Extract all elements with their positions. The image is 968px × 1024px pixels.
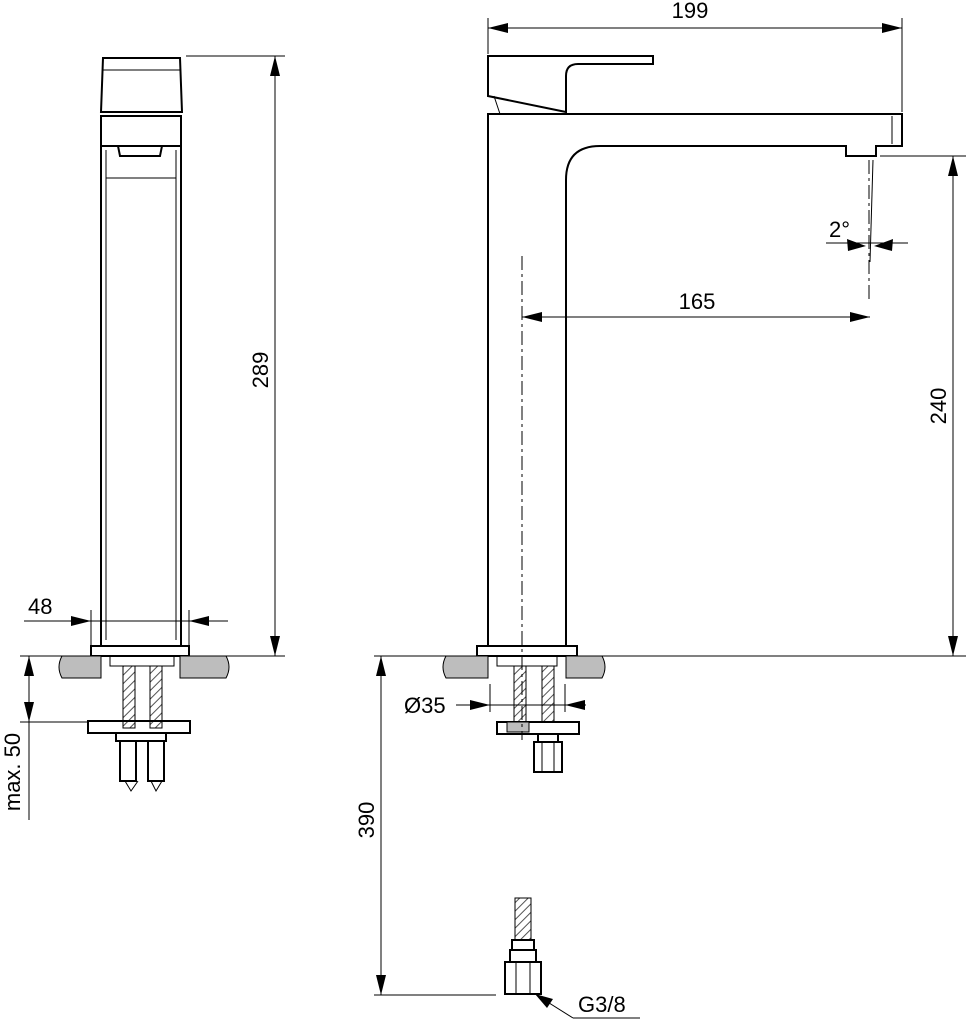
dim-hose-length: 390 <box>354 802 379 839</box>
lever-handle-side <box>99 57 184 113</box>
threaded-rod-left <box>122 665 136 729</box>
faucet-body-front <box>487 113 903 647</box>
front-view: 199 165 240 2° Ø35 390 <box>354 0 966 1019</box>
lever-handle-front <box>487 55 654 114</box>
nut-side <box>119 740 137 782</box>
dim-overall-height: 289 <box>248 352 273 389</box>
aerator-side <box>116 145 164 157</box>
cartridge-band <box>100 115 182 147</box>
dim-hole-diameter: Ø35 <box>404 693 446 718</box>
countertop-right <box>442 655 489 679</box>
dim-projection: 199 <box>672 0 709 23</box>
mounting-plate-side <box>87 720 191 734</box>
dim-connection-thread: G3/8 <box>578 992 626 1017</box>
dim-body-width: 48 <box>28 594 52 619</box>
dim-spout-reach: 165 <box>679 289 716 314</box>
side-view: 289 48 max. 50 <box>0 55 285 820</box>
threaded-rod-right <box>513 665 527 723</box>
countertop-left <box>58 655 102 679</box>
hose-nut-front <box>533 741 563 773</box>
dim-flow-angle: 2° <box>829 217 850 242</box>
hose-end-fitting <box>504 897 542 995</box>
dim-spout-height: 240 <box>926 388 951 425</box>
dim-max-depth: max. 50 <box>0 733 25 811</box>
base-plate-front <box>476 645 578 657</box>
base-plate-side <box>90 645 190 657</box>
body-side <box>100 145 182 647</box>
